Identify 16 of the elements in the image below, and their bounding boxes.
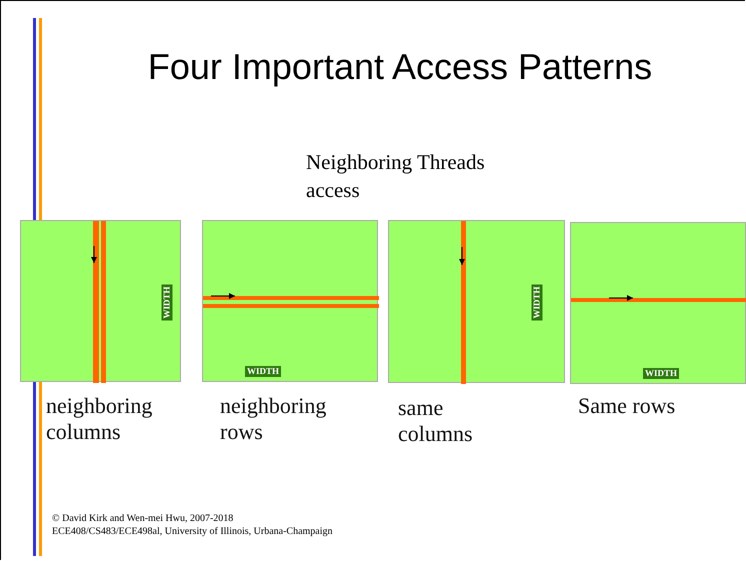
axis-text: WIDTH xyxy=(245,366,282,377)
axis-text: WIDTH xyxy=(162,284,172,320)
axis-text: WIDTH xyxy=(532,284,542,320)
pattern-caption: neighboring rows xyxy=(220,393,328,445)
pattern-caption: neighboring columns xyxy=(46,393,154,445)
heading-text: Neighboring Threads access xyxy=(306,149,486,204)
matrix-square xyxy=(388,220,565,383)
pattern-caption: Same rows xyxy=(578,393,676,419)
copyright-note: © David Kirk and Wen-mei Hwu, 2007-2018 xyxy=(52,513,234,524)
course-note: ECE408/CS483/ECE498al, University of Illinois, Urbana-Champaign xyxy=(52,526,333,537)
pattern-caption: same columns xyxy=(398,395,474,447)
slide-title: Four Important Access Patterns xyxy=(146,46,654,88)
matrix-square xyxy=(20,220,181,382)
matrix-square xyxy=(570,222,746,384)
axis-text: WIDTH xyxy=(643,368,680,379)
matrix-square xyxy=(202,220,378,382)
